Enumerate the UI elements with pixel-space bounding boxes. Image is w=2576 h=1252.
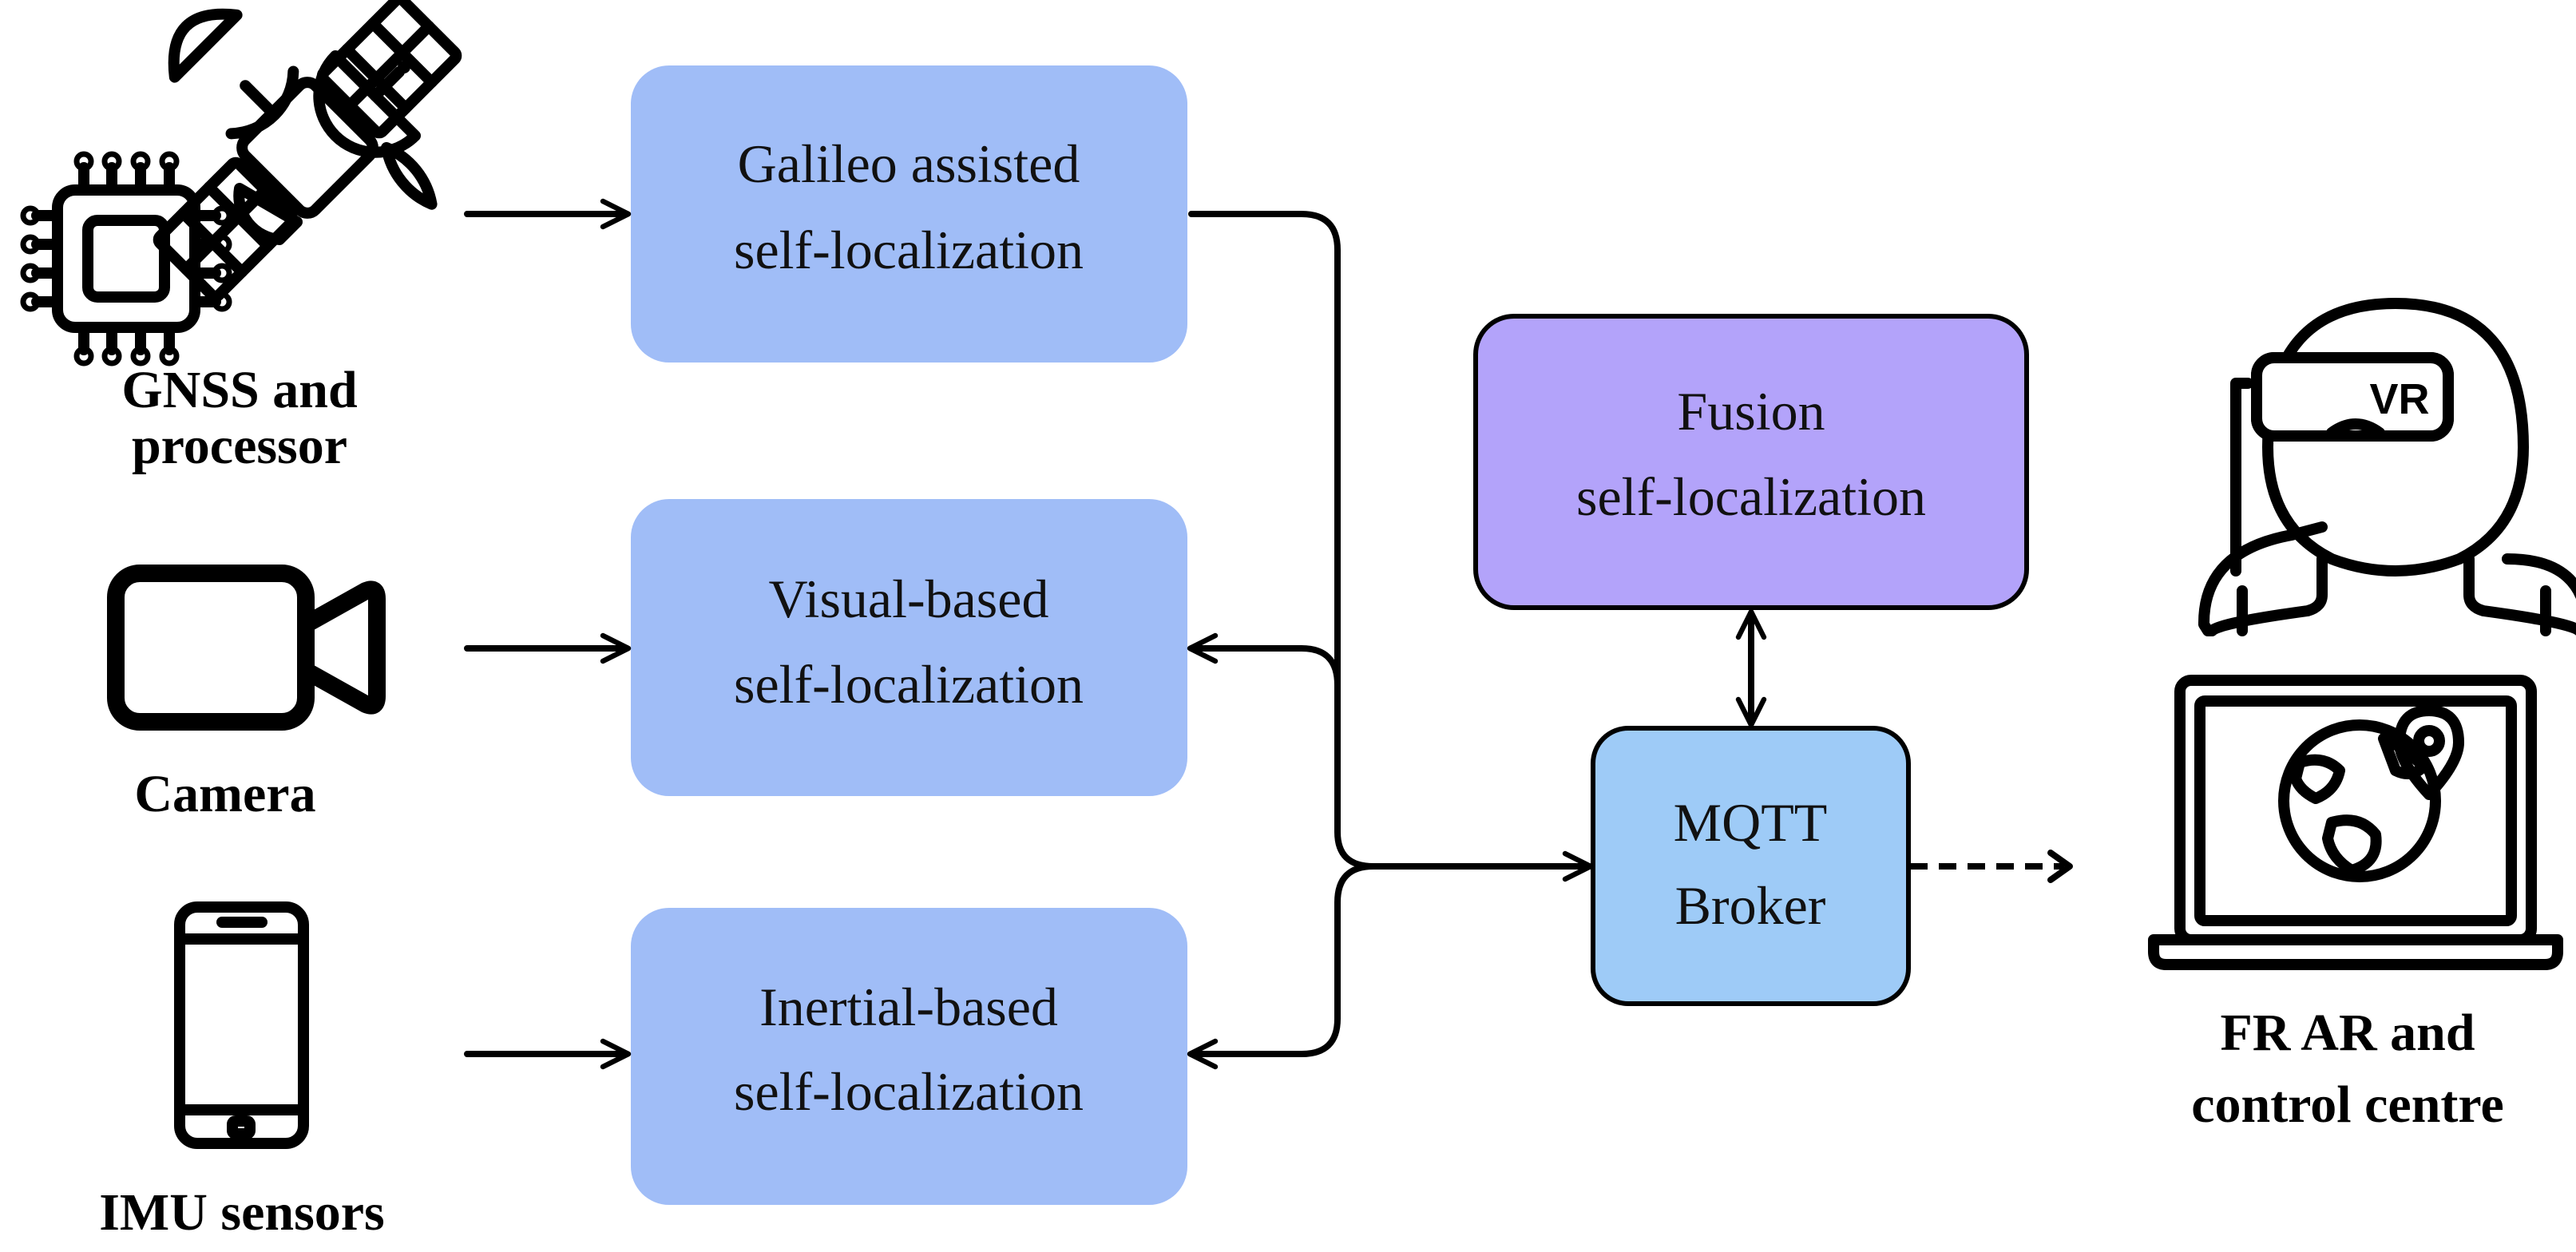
inertial-line2: self-localization (734, 1061, 1084, 1122)
gnss-label-line2: processor (132, 417, 347, 475)
output-label-line1: FR AR and (2220, 1004, 2475, 1062)
fusion-node: Fusion self-localization (1473, 314, 2029, 610)
output-label-line2: control centre (2191, 1076, 2504, 1134)
fusion-line1: Fusion (1677, 381, 1825, 442)
edge-broker-to-output-arrowhead (2047, 850, 2073, 883)
edge-broker-to-inertial (1187, 863, 1377, 1070)
galileo-line2: self-localization (734, 220, 1084, 280)
inertial-node: Inertial-based self-localization (631, 908, 1187, 1205)
gnss-label-line1: GNSS and (121, 361, 357, 419)
galileo-line1: Galileo assisted (738, 133, 1080, 194)
camera-label: Camera (134, 765, 315, 823)
broker-box (1591, 726, 1911, 1006)
inertial-box (631, 908, 1187, 1205)
imu-label: IMU sensors (99, 1183, 385, 1242)
vr-headset-user-icon: VR (2198, 298, 2576, 636)
broker-line1: MQTT (1674, 792, 1828, 853)
visual-line2: self-localization (734, 654, 1084, 715)
video-camera-icon (107, 565, 386, 731)
fusion-box (1473, 314, 2029, 610)
fusion-line2: self-localization (1576, 466, 1926, 527)
vr-text: VR (2369, 375, 2429, 423)
galileo-box (631, 65, 1187, 363)
visual-box (631, 499, 1187, 796)
inertial-line1: Inertial-based (759, 977, 1058, 1037)
galileo-node: Galileo assisted self-localization (631, 65, 1187, 363)
satellite-icon (153, 0, 462, 303)
broker-line2: Broker (1675, 875, 1826, 936)
edges (464, 198, 2073, 1070)
smartphone-icon (174, 901, 309, 1149)
broker-node: MQTT Broker (1591, 726, 1911, 1006)
visual-node: Visual-based self-localization (631, 499, 1187, 796)
satellite-dish-icon (233, 50, 421, 245)
edge-galileo-to-broker (1188, 211, 1594, 882)
visual-line1: Visual-based (769, 569, 1049, 629)
edge-broker-to-visual (1187, 632, 1341, 688)
laptop-globe-icon (2148, 675, 2563, 970)
